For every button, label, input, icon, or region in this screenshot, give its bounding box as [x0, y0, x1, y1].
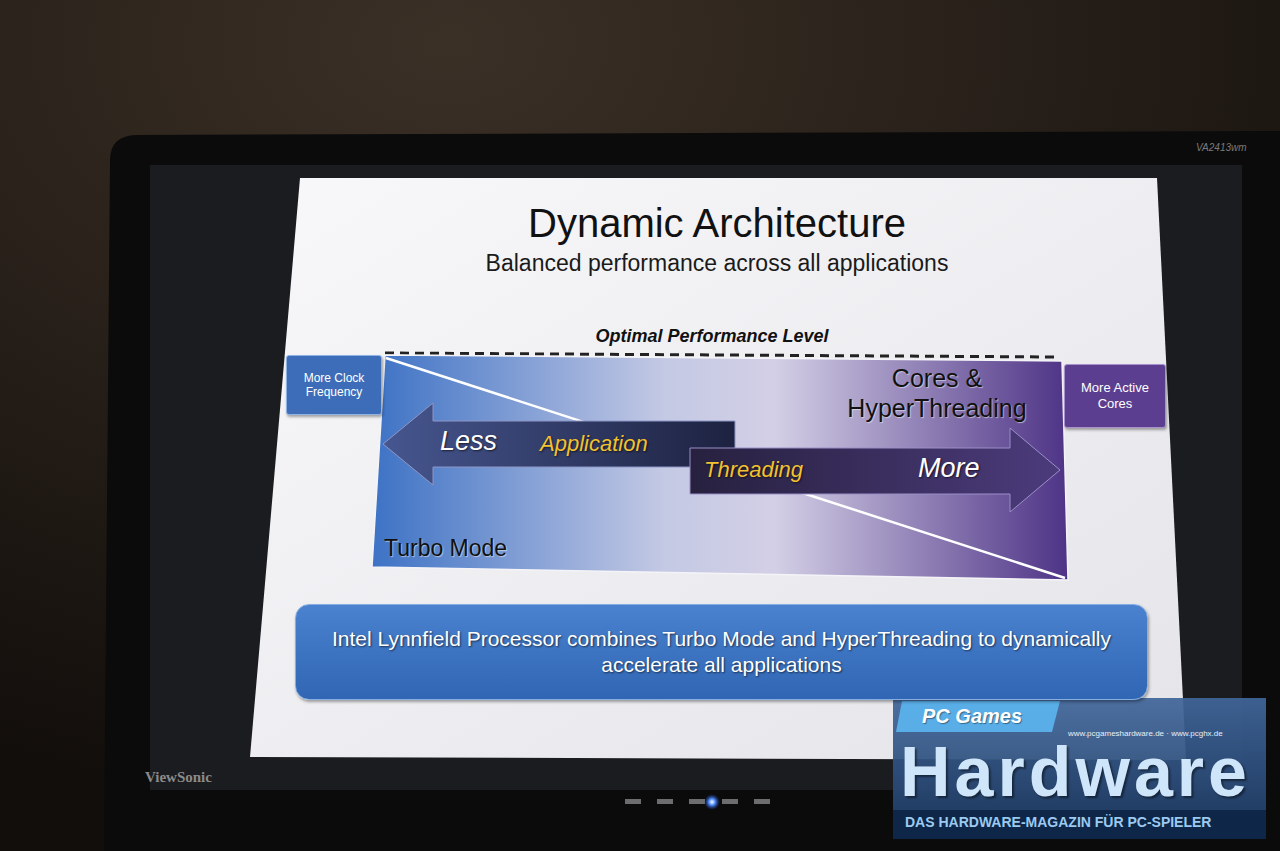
less-threading-arrow: Less Application [383, 403, 735, 485]
box-text: More Clock Frequency [301, 371, 367, 400]
performance-band: Cores & HyperThreadingTurbo Mode Less Appl… [372, 355, 1068, 580]
watermark-logo: Hardware [900, 737, 1251, 807]
arrow-shape [690, 428, 1060, 512]
summary-banner: Intel Lynnfield Processor combines Turbo… [295, 604, 1148, 700]
shape-text: Turbo Mode [384, 535, 507, 563]
clock-frequency-box: More Clock Frequency [286, 355, 382, 415]
watermark-strip [893, 810, 1266, 839]
box-text: More Active Cores [1079, 380, 1151, 411]
level-label: Optimal Performance Level [595, 326, 828, 348]
slide-title: Dynamic Architecture [528, 200, 906, 246]
slide-subtitle: Balanced performance across all applicat… [486, 250, 949, 278]
monitor-model: VA2413wm [1196, 142, 1247, 154]
shape-text: More [918, 452, 980, 484]
monitor-buttons [625, 799, 770, 804]
shape-text: Cores & HyperThreading [822, 363, 1052, 423]
power-led [704, 794, 720, 810]
band-fill [372, 355, 1068, 580]
monitor-bezel [104, 131, 1280, 851]
slide-background [250, 178, 1186, 760]
shape-text: Threading [704, 457, 803, 483]
monitor-brand: ViewSonic [145, 768, 212, 786]
watermark-slogan: DAS HARDWARE-MAGAZIN FÜR PC-SPIELER [905, 814, 1211, 831]
active-cores-box: More Active Cores [1064, 364, 1166, 428]
watermark-tag: PC Games [922, 704, 1022, 728]
arrow-shape [383, 403, 735, 485]
shape-text: Less [440, 425, 497, 457]
watermark-tab [896, 701, 1060, 732]
monitor-screen [150, 165, 1242, 790]
box-text: Intel Lynnfield Processor combines Turbo… [322, 626, 1122, 679]
more-threading-arrow: Threading More [690, 428, 1060, 512]
watermark-panel [893, 698, 1266, 839]
shape-text: Application [540, 431, 648, 457]
